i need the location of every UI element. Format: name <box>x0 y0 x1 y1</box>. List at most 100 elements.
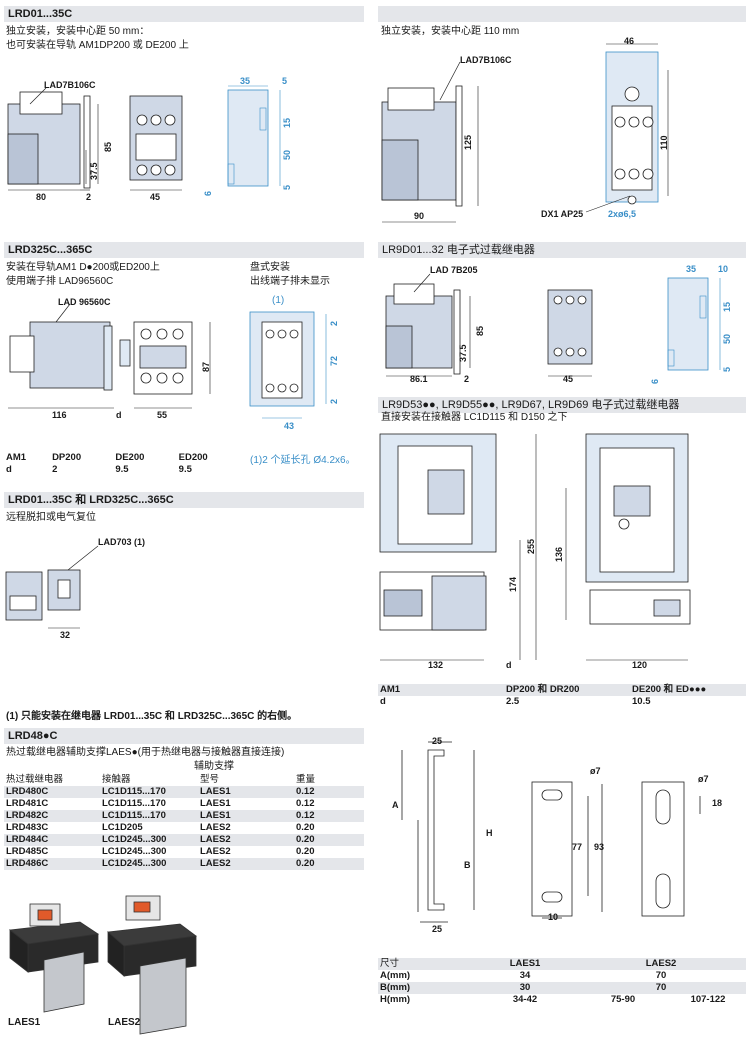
s4-label-lad: LAD 7B205 <box>430 265 478 275</box>
s2-label-lad: LAD7B106C <box>460 55 512 65</box>
s7-cell: LC1D115...170 <box>102 798 166 809</box>
table-row: H(mm) 34-42 75-90 107-122 <box>378 994 746 1006</box>
s7-cell: LAES2 <box>200 846 231 857</box>
s7-cell: LRD481C <box>6 798 49 809</box>
s6-td-1: 2.5 <box>506 696 520 707</box>
s8-dim-25b: 25 <box>432 924 443 934</box>
s7-cell: LC1D115...170 <box>102 810 166 821</box>
s7-line1: 热过载继电器辅助支撑LAES●(用于热继电器与接触器直接连接) <box>6 747 285 758</box>
s7-cell: 0.20 <box>296 834 315 845</box>
s8-cell: 34-42 <box>512 994 538 1005</box>
s3-footnote: (1)2 个延长孔 Ø4.2x6。 <box>250 455 356 466</box>
s7-col-h3a: 辅助支撑 <box>194 761 234 772</box>
s8-dim-18: 18 <box>712 798 723 808</box>
s1-label-lad: LAD7B106C <box>44 80 96 90</box>
s8-dim-p7b: ø7 <box>698 774 709 784</box>
s8-dim-25a: 25 <box>432 736 443 746</box>
s6-line1: 直接安装在接触器 LC1D115 和 D150 之下 <box>381 412 568 423</box>
s7-cell: 0.12 <box>296 810 315 821</box>
s5-line1: 远程脱扣或电气复位 <box>6 512 96 523</box>
s8-table: 尺寸 LAES1 LAES2 A(mm) 34 70 B(mm) 30 70 H… <box>378 958 746 1006</box>
s1-dim-2: 2 <box>86 192 92 202</box>
section-header-lr9d53: LR9D53●●, LR9D55●●, LR9D67, LR9D69 电子式过载… <box>378 397 746 413</box>
s7-img2-caption: LAES2 <box>108 1017 141 1028</box>
s3-td-0: d <box>6 464 12 475</box>
table-row: A(mm) 34 70 <box>378 970 746 982</box>
s8-cell: 107-122 <box>690 994 726 1005</box>
s7-cell: LAES1 <box>200 810 231 821</box>
s3-dim-43: 43 <box>284 421 295 431</box>
s3-dim-116: 116 <box>52 410 67 420</box>
s5-label-lad: LAD703 (1) <box>98 537 146 547</box>
s7-cell: LAES2 <box>200 822 231 833</box>
s1-dim-5a: 5 <box>282 76 288 86</box>
s2-dim-hole: 2xø6,5 <box>608 209 637 219</box>
s8-dim-p7a: ø7 <box>590 766 601 776</box>
s7-cell: LC1D205 <box>102 822 143 833</box>
s2-dim-90: 90 <box>414 211 425 221</box>
s6-th-2: DE200 和 ED●●● <box>632 684 707 695</box>
s3-panel-title: 盘式安装 <box>250 262 290 273</box>
section-header-lrd01: LRD01...35C <box>4 6 364 22</box>
s7-cell: LRD484C <box>6 834 49 845</box>
s2-dim-dx1: DX1 AP25 <box>541 209 584 219</box>
s3-th-0: AM1 <box>6 452 27 463</box>
s2-line1: 独立安装，安装中心距 110 mm <box>381 26 520 37</box>
s8-th-2: LAES2 <box>645 958 677 969</box>
s8-dim-B: B <box>464 860 471 870</box>
s3-td-1: 2 <box>52 464 58 475</box>
s3-th-3: ED200 <box>178 452 208 463</box>
s3-th-2: DE200 <box>115 452 145 463</box>
s8-cell: 30 <box>519 982 531 993</box>
s7-img1-caption: LAES1 <box>8 1017 41 1028</box>
s3-td-2: 9.5 <box>115 464 129 475</box>
section-header-lr9d01: LR9D01...32 电子式过载继电器 <box>378 242 746 258</box>
table-row: LRD482C LC1D115...170 LAES1 0.12 <box>4 810 364 822</box>
section-header-lrd48: LRD48●C <box>4 728 364 744</box>
s6-th-1: DP200 和 DR200 <box>506 684 580 695</box>
s7-cell: 0.20 <box>296 858 315 869</box>
s4-dim-10: 10 <box>718 264 729 274</box>
s7-cell: 0.12 <box>296 798 315 809</box>
s8-dim-10: 10 <box>548 912 559 922</box>
s7-cell: 0.12 <box>296 786 315 797</box>
s8-th-0: 尺寸 <box>380 958 400 969</box>
s6-dim-120: 120 <box>632 660 648 670</box>
s7-cell: 0.20 <box>296 846 315 857</box>
s3-panel-sub: 出线端子排未显示 <box>250 276 330 287</box>
s8-cell: A(mm) <box>380 970 411 981</box>
s8-dim-77: 77 <box>572 842 583 852</box>
s7-cell: LRD485C <box>6 846 49 857</box>
s3-note-ref: (1) <box>272 295 285 306</box>
s7-th-2: 型号 <box>200 774 220 785</box>
s6-dim-d: d <box>506 660 512 670</box>
s7-th-3: 重量 <box>296 774 316 785</box>
s8-cell: B(mm) <box>380 982 411 993</box>
s6-td-0: d <box>380 696 386 707</box>
s7-cell: LRD482C <box>6 810 49 821</box>
s1-line2: 也可安装在导轨 AM1DP200 或 DE200 上 <box>6 40 189 51</box>
table-row: B(mm) 30 70 <box>378 982 746 994</box>
s4-dim-86: 86.1 <box>410 374 428 384</box>
s8-cell: 34 <box>519 970 531 981</box>
s7-th-1: 接触器 <box>102 774 131 785</box>
s1-line1: 独立安装，安装中心距 50 mm： <box>6 26 150 37</box>
s2-dim-46: 46 <box>624 36 635 46</box>
section-header-lrd325: LRD325C...365C <box>4 242 364 258</box>
s7-cell: LC1D245...300 <box>102 858 167 869</box>
s3-td-3: 9.5 <box>178 464 192 475</box>
note-1: (1) 只能安装在继电器 LRD01...35C 和 LRD325C...365… <box>6 711 298 722</box>
s7-cell: LC1D115...170 <box>102 786 166 797</box>
s8-cell: 75-90 <box>610 994 636 1005</box>
s6-td-2: 10.5 <box>632 696 651 707</box>
s6-table: AM1 DP200 和 DR200 DE200 和 ED●●● d 2.5 10… <box>378 684 746 708</box>
